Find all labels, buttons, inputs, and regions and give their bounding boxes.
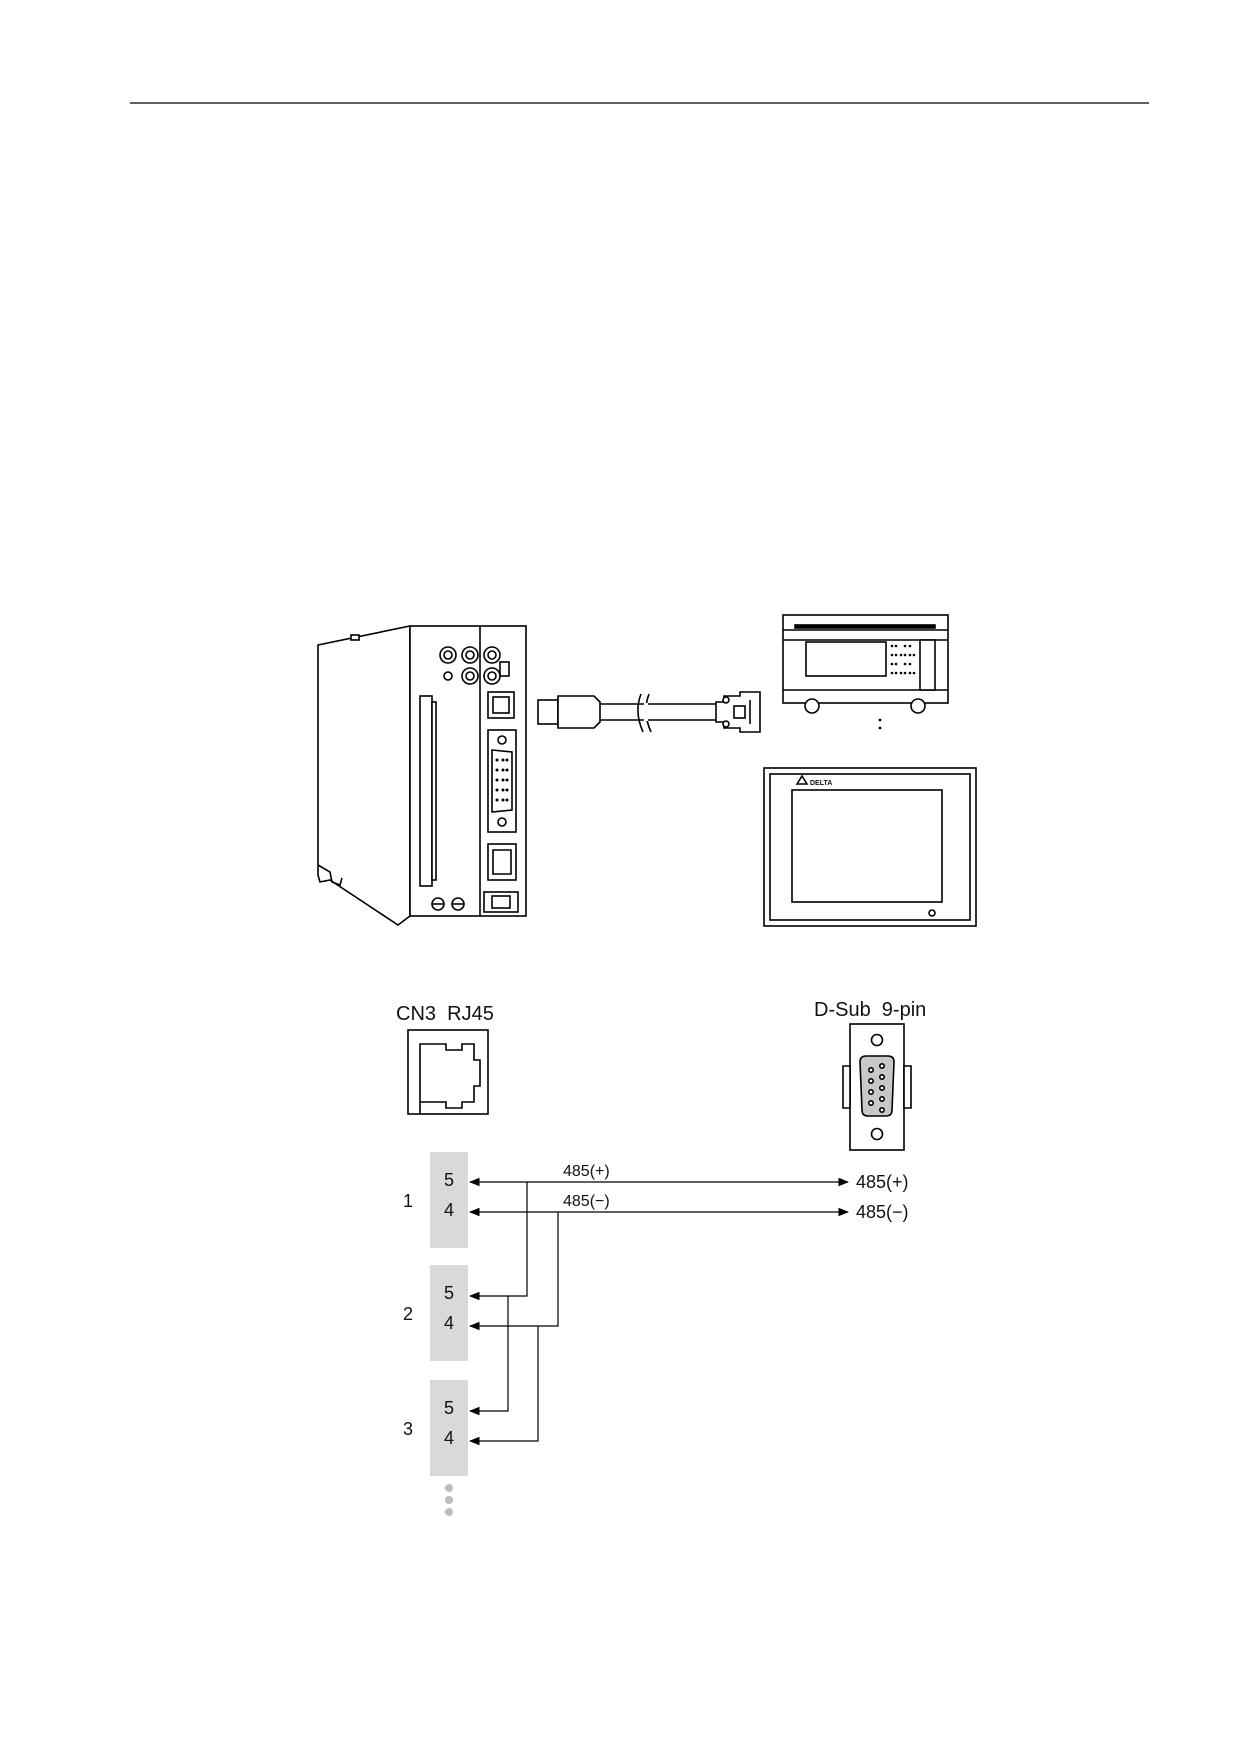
plc-led-dots — [878, 644, 916, 730]
node-number: 3 — [403, 1419, 413, 1439]
dsub-connector-label: D-Sub 9-pin — [814, 999, 926, 1021]
node-block-1: 1 5 4 — [403, 1152, 468, 1248]
rj45-jack-icon — [407, 1029, 489, 1115]
rs485-wiring — [468, 1177, 850, 1446]
plus-tap-node-2 — [468, 1182, 528, 1301]
pin-number-plus: 5 — [444, 1170, 454, 1190]
node-block-3: 3 5 4 — [403, 1380, 468, 1476]
plus-tap-node-3 — [468, 1296, 509, 1416]
dsub-plus-signal-label: 485(+) — [856, 1172, 909, 1192]
hmi-brand-logo: DELTA — [810, 780, 832, 787]
node-number: 2 — [403, 1304, 413, 1324]
plc-illustration — [782, 614, 949, 714]
pin-number-plus: 5 — [444, 1398, 454, 1418]
dsub-minus-signal-label: 485(−) — [856, 1202, 909, 1222]
servo-drive-illustration — [317, 625, 527, 926]
minus-tap-node-3 — [468, 1326, 539, 1446]
communication-cable — [537, 691, 761, 733]
hmi-illustration — [763, 767, 977, 927]
node-pin-box — [430, 1380, 468, 1476]
plus-line-label: 485(+) — [563, 1163, 610, 1180]
pin-number-minus: 4 — [444, 1313, 454, 1333]
minus-tap-node-2 — [468, 1212, 559, 1331]
node-pin-box — [430, 1265, 468, 1361]
node-block-2: 2 5 4 — [403, 1265, 468, 1361]
node-number: 1 — [403, 1191, 413, 1211]
continuation-dots — [445, 1484, 453, 1516]
db9-connector-icon — [842, 1023, 912, 1151]
pin-number-minus: 4 — [444, 1200, 454, 1220]
minus-line-label: 485(−) — [563, 1193, 610, 1210]
pin-number-plus: 5 — [444, 1283, 454, 1303]
rj45-connector-label: CN3 RJ45 — [396, 1003, 494, 1025]
pin-number-minus: 4 — [444, 1428, 454, 1448]
cn1-pin-grid — [495, 758, 509, 802]
node-pin-box — [430, 1152, 468, 1248]
